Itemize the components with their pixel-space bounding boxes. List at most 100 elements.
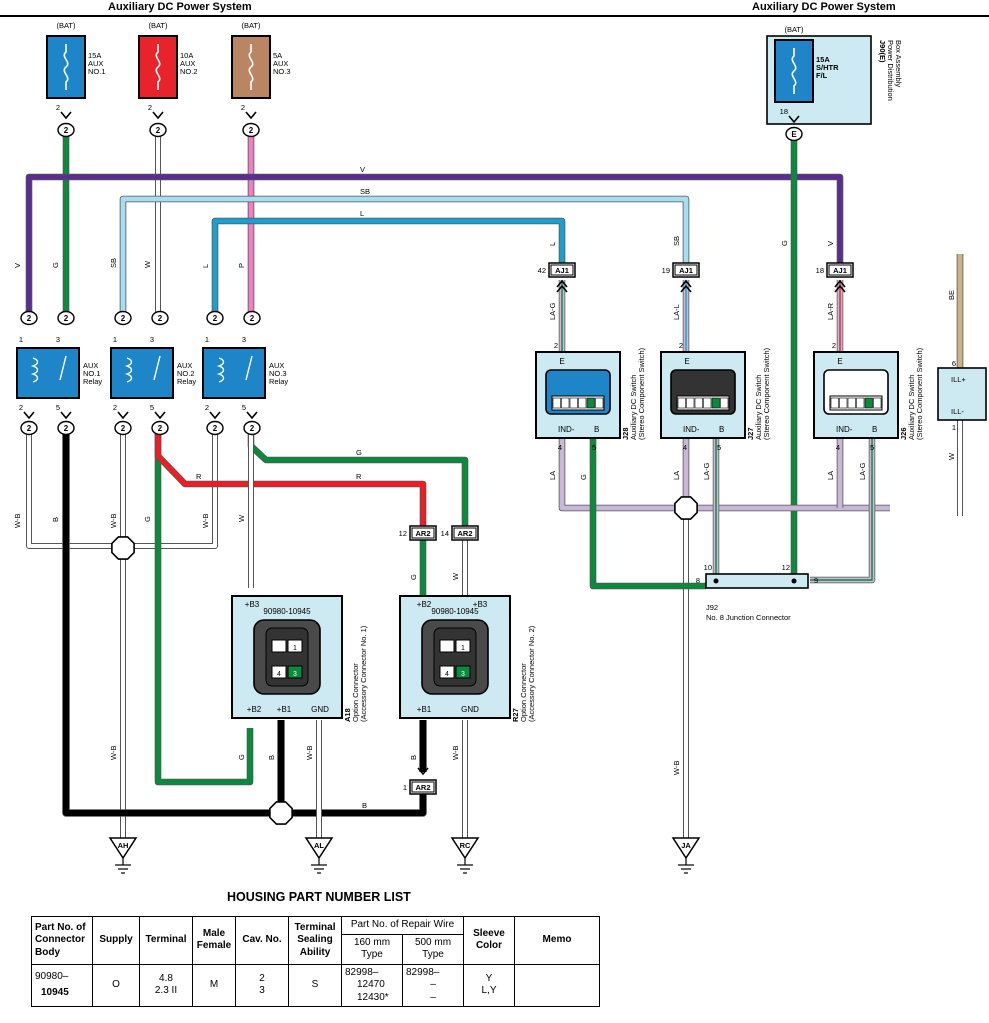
cav-line2: 3 (259, 985, 265, 997)
cell-memo (514, 963, 600, 1007)
fuse-1-text: NO.1 (88, 67, 106, 76)
wire-label-g: G (356, 448, 362, 457)
table-subheader-row: 160 mm Type 500 mm Type (32, 933, 600, 965)
aj1-tag-2-label: AJ1 (679, 266, 693, 275)
th-sealing: Terminal Sealing Ability (288, 916, 342, 965)
fuse-1-conn (57, 122, 75, 138)
aj1-arrow-1-2 (556, 284, 568, 293)
fuse-1-arrow (60, 111, 72, 120)
switch-j26-pin-ind: 4 (836, 443, 840, 452)
wire-label-w: W (947, 452, 956, 460)
wire-label-b: B (409, 755, 418, 760)
wire-b-ground (63, 432, 426, 816)
th-terminal: Terminal (139, 916, 193, 965)
option-connector-1-title: Option Connector (351, 663, 360, 722)
splice-ground (269, 801, 293, 825)
wire-label-b: B (51, 517, 60, 522)
relay-1-coil (30, 357, 39, 383)
aj1-arrow-3 (834, 279, 846, 288)
fuse-3-symbol (248, 44, 254, 90)
mm160-line3: 12430* (357, 991, 389, 1003)
option-connector-1-top-label: +B3 (245, 600, 260, 609)
sleeve-line2: L,Y (481, 985, 497, 997)
relay-2 (110, 347, 174, 399)
switch-j28-cell (578, 397, 587, 409)
wire-label-l: L (548, 242, 557, 246)
switch-j28-title: J28 (621, 427, 630, 440)
th-repair-wire: Part No. of Repair Wire (341, 916, 464, 935)
switch-j26-title: J26 (899, 427, 908, 440)
wire-label-lag: LA-G (858, 462, 867, 480)
switch-j26-cell (839, 397, 848, 409)
relay-3-arr-r (246, 411, 258, 420)
relay-1 (16, 347, 80, 399)
wire-label-l: L (360, 209, 364, 218)
switch-j28-ind: IND- (558, 425, 575, 434)
ground-ja (671, 837, 701, 860)
relay-3-conn-br (243, 420, 261, 436)
relay-3-text: Relay (269, 377, 288, 386)
fuse-2-arrow (152, 111, 164, 120)
junction-pin-10: 10 (704, 563, 712, 572)
mm500-line2: – (430, 979, 436, 990)
pdb-label: Power Distribution (886, 40, 895, 101)
relay-1-pin2: 2 (19, 403, 23, 412)
switch-j27-e: E (684, 357, 689, 366)
wire-label-v: V (13, 263, 22, 268)
cell-part-no: 90980–10945 (31, 963, 93, 1007)
relay-2-conn-l (114, 310, 132, 326)
wire-g-j28-jc (590, 438, 706, 589)
switch-j28-cell (595, 397, 604, 409)
ground-ja-label: JA (681, 841, 691, 850)
switch-j26-cell (847, 397, 856, 409)
relay-2-arr-l (117, 411, 129, 420)
option-connector-2-top-label: +B3 (473, 600, 488, 609)
switch-j27-cell (694, 397, 703, 409)
switch-j26-cell (856, 397, 865, 409)
relay-1-pin1: 1 (19, 335, 23, 344)
fuse-4-conn (785, 126, 803, 142)
relay-3-pin2: 2 (205, 403, 209, 412)
option-connector-1-cell-a (271, 639, 287, 653)
fuse-3-text: 5A (273, 51, 282, 60)
switch-j26-pin-top: 2 (832, 341, 836, 350)
wire-label-r: R (356, 472, 362, 481)
aj1-tag-1-label: AJ1 (555, 266, 569, 275)
switch-j27-ind: IND- (683, 425, 700, 434)
relay-3-text: NO.3 (269, 369, 287, 378)
ill-plus: ILL+ (951, 375, 966, 384)
aj1-tag-1-inner (550, 264, 574, 276)
wire-l-bus (212, 218, 565, 318)
ar2-tag-14-inner (453, 527, 477, 539)
switch-j28-pin-ind: 4 (558, 443, 562, 452)
relay-3-conn-r (243, 310, 261, 326)
relay-3-pin3: 3 (242, 335, 246, 344)
relay-3-conn-bl (206, 420, 224, 436)
wire-label-g: G (237, 754, 246, 760)
ar2-tag-12-label: AR2 (415, 529, 430, 538)
option-connector-2-top-label: +B2 (417, 600, 432, 609)
fuse-2-conn (149, 122, 167, 138)
ar2-tag-14-label: AR2 (457, 529, 472, 538)
switch-j28-title: Auxiliary DC Switch (629, 375, 638, 440)
relay-1-conn-r-label: 2 (64, 314, 69, 323)
aj1-tag-2-pin: 19 (662, 266, 670, 275)
relay-1-text: Relay (83, 377, 102, 386)
wire-label-wb: W-B (451, 746, 460, 760)
relay-2-pin3: 3 (150, 335, 154, 344)
option-connector-1-cell-1: 1 (293, 645, 297, 652)
terminal-line2: 2.3 II (154, 985, 178, 997)
wire-label-be: BE (947, 290, 956, 300)
switch-j28-cell (586, 397, 595, 409)
option-connector-1-cell-3: 3 (293, 671, 297, 678)
junction-node-10 (713, 578, 719, 584)
part-no-line2: 10945 (41, 987, 69, 999)
cell-500mm: 82998––– (402, 963, 464, 1007)
wire-label-wb: W-B (109, 746, 118, 760)
relay-1-conn-br (57, 420, 75, 436)
switch-j27-pin-ind: 4 (683, 443, 687, 452)
relay-1-pin3: 3 (56, 335, 60, 344)
relay-2-text: Relay (177, 377, 196, 386)
